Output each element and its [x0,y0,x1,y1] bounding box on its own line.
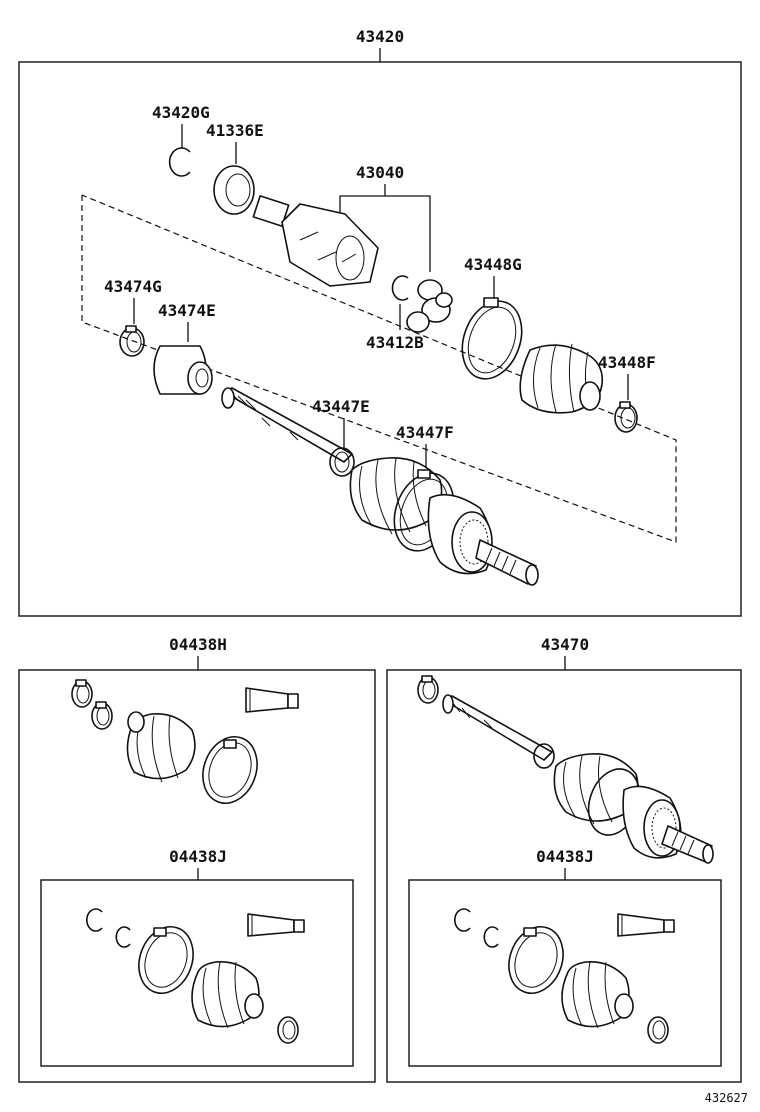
box-04438J-right [408,879,722,1067]
snap-ring-small-kit-right[interactable] [483,926,499,948]
box-04438J-left [40,879,354,1067]
clamp-small-a[interactable] [71,679,93,708]
outboard-joint-43470[interactable] [622,785,714,864]
snap-ring-43420G[interactable] [168,147,191,177]
label-43470[interactable]: 43470 [541,635,589,654]
box-04438H [18,669,376,1083]
kit-04438H-group: 04438H 04438J [18,635,376,1083]
inboard-joint-housing-43040[interactable] [252,195,379,287]
label-43448F[interactable]: 43448F [598,353,656,372]
grease-tube-kit-left[interactable] [247,913,305,937]
label-41336E[interactable]: 41336E [206,121,264,140]
label-04438H[interactable]: 04438H [169,635,227,654]
clamp-large-kit-left[interactable] [130,919,202,1001]
clamp-small-kit-right[interactable] [647,1016,669,1044]
tripod-joint-43040[interactable] [406,279,453,333]
grease-tube-kit-right[interactable] [617,913,675,937]
label-43040[interactable]: 43040 [356,163,404,182]
snap-ring-43412B[interactable] [391,275,409,301]
clamp-small-b[interactable] [91,701,113,730]
label-43474G[interactable]: 43474G [104,277,162,296]
snap-ring-small-kit-left[interactable] [115,926,131,948]
clamp-43448G[interactable] [452,293,532,387]
inboard-boot[interactable] [519,343,604,414]
seal-41336E[interactable] [213,165,255,215]
drive-shaft-43470[interactable] [442,694,555,769]
clamp-43447E[interactable] [329,447,355,477]
snap-ring-kit-right[interactable] [454,908,471,932]
clamp-large-kit-right[interactable] [500,919,572,1001]
assembly-43470-group: 43470 04438J [386,635,742,1083]
grease-tube-04438H[interactable] [245,687,299,713]
snap-ring-kit-left[interactable] [86,908,103,932]
diagram-code: 432627 [705,1091,748,1105]
dashed-boundary [81,194,677,543]
label-43447E[interactable]: 43447E [312,397,370,416]
label-04438J-right[interactable]: 04438J [536,847,594,866]
clamp-small-43470[interactable] [417,675,439,704]
box-43420 [18,61,742,617]
bracket-43040 [339,195,431,272]
clamp-small-kit-left[interactable] [277,1016,299,1044]
label-04438J-left[interactable]: 04438J [169,847,227,866]
label-43412B[interactable]: 43412B [366,333,424,352]
label-43448G[interactable]: 43448G [464,255,522,274]
clamp-large-04438H[interactable] [194,729,266,811]
outboard-joint[interactable] [427,493,539,586]
clamp-43448F[interactable] [614,401,638,433]
label-43474E[interactable]: 43474E [158,301,216,320]
assembly-43420-group: 43420 43420G 41336E 43040 [18,27,742,617]
label-43420G[interactable]: 43420G [152,103,210,122]
label-43447F[interactable]: 43447F [396,423,454,442]
clamp-43474G[interactable] [119,325,145,357]
damper-43474E[interactable] [153,345,213,395]
boot-kit-04438H[interactable] [126,711,196,783]
box-43470 [386,669,742,1083]
boot-kit-right[interactable] [561,961,634,1029]
boot-kit-left[interactable] [191,961,264,1029]
label-43420[interactable]: 43420 [356,27,404,46]
